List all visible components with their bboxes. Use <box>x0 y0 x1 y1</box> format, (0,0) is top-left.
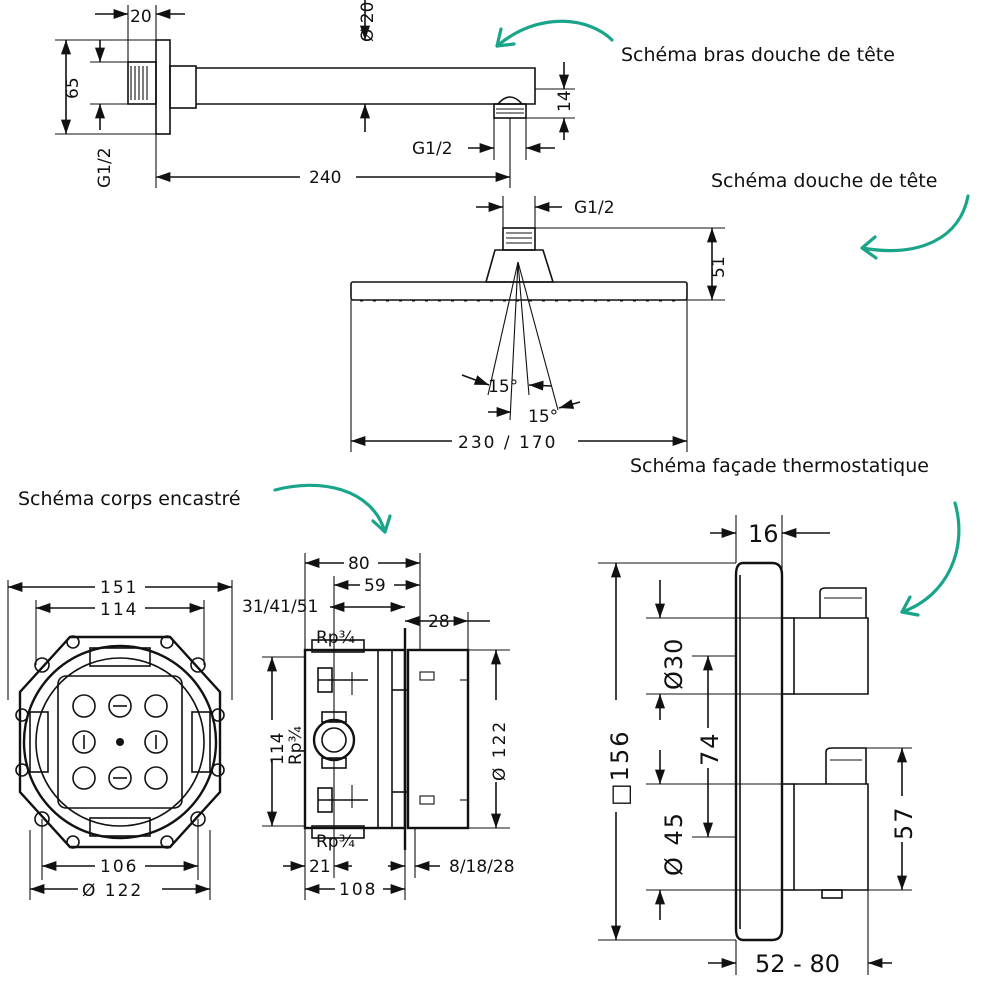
body-side-d21-label: 21 <box>309 857 331 877</box>
arm-d14-label: 14 <box>555 90 575 112</box>
body-front-dia122-label: Ø 122 <box>82 881 143 901</box>
facade-pointer-arrow <box>900 501 961 614</box>
body-side-d8-label: 8/18/28 <box>449 857 515 877</box>
body-side-d28-label: 28 <box>428 612 450 632</box>
body-side-dia122-label: Ø 122 <box>490 720 510 781</box>
body-side-rp-bottom-label: Rp¾ <box>316 832 355 852</box>
facade-d52-label: 52 - 80 <box>755 950 840 978</box>
head-pointer-arrow <box>860 194 970 253</box>
arm-pointer-head <box>495 27 516 48</box>
body-front-d106-label: 106 <box>100 857 138 877</box>
body-side-d114-label: 114 <box>268 733 288 765</box>
body-front-drawing <box>15 635 225 849</box>
head-width-label: 230 / 170 <box>458 433 557 453</box>
caption-arm: Schéma bras douche de tête <box>621 44 895 66</box>
body-side-rp-top-label: Rp¾ <box>316 628 355 648</box>
caption-head: Schéma douche de tête <box>711 170 937 192</box>
head-g12-label: G1/2 <box>574 198 615 218</box>
arm-d20-label: 20 <box>130 7 152 27</box>
arm-d65-label: 65 <box>63 77 83 99</box>
head-d51-label: 51 <box>709 256 729 278</box>
facade-drawing <box>734 561 869 942</box>
shower-arm-drawing <box>127 0 536 135</box>
facade-sq156-label: □156 <box>606 730 634 806</box>
facade-d57-label: 57 <box>890 805 918 840</box>
body-side-d80-label: 80 <box>348 554 370 574</box>
facade-d16-label: 16 <box>748 520 779 548</box>
arm-pointer-arrow <box>495 19 614 48</box>
body-front-d151-label: 151 <box>100 578 138 598</box>
head-pointer-head <box>860 235 878 260</box>
arm-g12-outlet-label: G1/2 <box>412 139 453 159</box>
facade-dia45-label: Ø 45 <box>660 811 688 876</box>
facade-dia30-label: Ø30 <box>660 638 688 690</box>
head-angle2-label: 15° <box>528 407 558 427</box>
body-side-rp-left-label: Rp¾ <box>286 726 306 765</box>
body-pointer-head <box>371 514 392 534</box>
body-side-drawing <box>303 628 470 850</box>
caption-body: Schéma corps encastré <box>18 488 241 510</box>
arm-dia20-label: Ø 20 <box>358 2 378 42</box>
caption-facade: Schéma façade thermostatique <box>630 455 929 477</box>
facade-pointer-head <box>900 595 920 617</box>
facade-d74-label: 74 <box>696 731 724 766</box>
head-angle1-label: 15° <box>488 377 518 397</box>
body-side-d59-label: 59 <box>364 576 386 596</box>
head-shower-drawing <box>350 227 688 421</box>
body-front-d114-label: 114 <box>100 600 138 620</box>
arm-g12-left-label: G1/2 <box>95 147 115 188</box>
body-side-d31-label: 31/41/51 <box>242 597 318 617</box>
body-pointer-arrow <box>273 483 387 534</box>
body-side-d108-label: 108 <box>339 880 377 900</box>
arm-d240-label: 240 <box>309 168 341 188</box>
